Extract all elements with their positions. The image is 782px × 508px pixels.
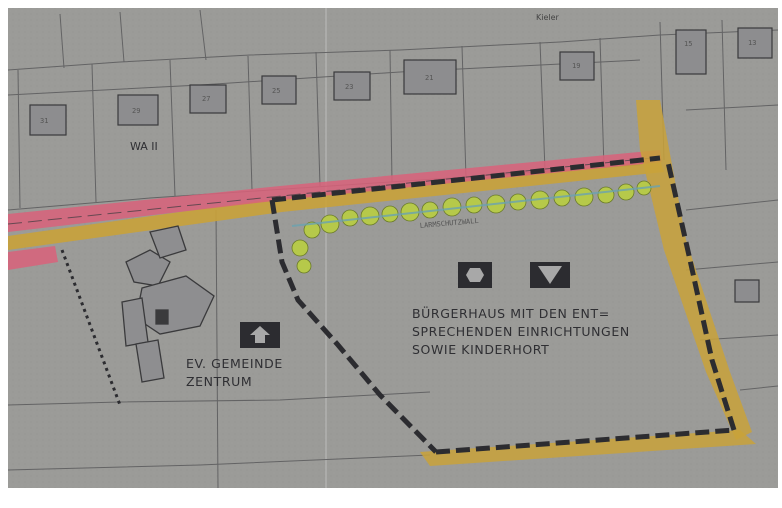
house-number-15: 15 [684, 40, 692, 48]
church-center-line-2: ZENTRUM [186, 374, 252, 389]
plot-boundary [269, 155, 737, 455]
house-number-31: 31 [40, 117, 48, 125]
house-number-29: 29 [132, 107, 140, 115]
house-number-13: 13 [748, 39, 756, 47]
house-number-27: 27 [202, 95, 210, 103]
house-number-21: 21 [425, 74, 433, 82]
house-number-25: 25 [272, 87, 280, 95]
community-center-line-1: BÜRGERHAUS MIT DEN ENT= [412, 305, 610, 321]
zone-label: WA II [130, 140, 158, 153]
church-building [121, 225, 215, 383]
community-center-line-3: SOWIE KINDERHORT [412, 342, 549, 357]
street-name: Kieler [536, 13, 560, 22]
community-center-line-2: SPRECHENDEN EINRICHTUNGEN [412, 324, 630, 339]
house-number-19: 19 [572, 62, 580, 70]
community-center-label: BÜRGERHAUS MIT DEN ENT= SPRECHENDEN EINR… [412, 305, 630, 357]
road-yellow [8, 160, 664, 250]
church-center-label: EV. GEMEINDE ZENTRUM [186, 356, 283, 389]
church-center-line-1: EV. GEMEINDE [186, 356, 283, 371]
buildings-upper [29, 27, 773, 303]
house-number-23: 23 [345, 83, 353, 91]
house-numbers: 31 29 27 25 23 21 19 15 13 [40, 39, 756, 125]
noise-wall-trees [291, 180, 652, 274]
community-center-symbols [458, 262, 570, 288]
parcel-lines [7, 9, 779, 489]
church-symbol-icon [240, 322, 280, 348]
